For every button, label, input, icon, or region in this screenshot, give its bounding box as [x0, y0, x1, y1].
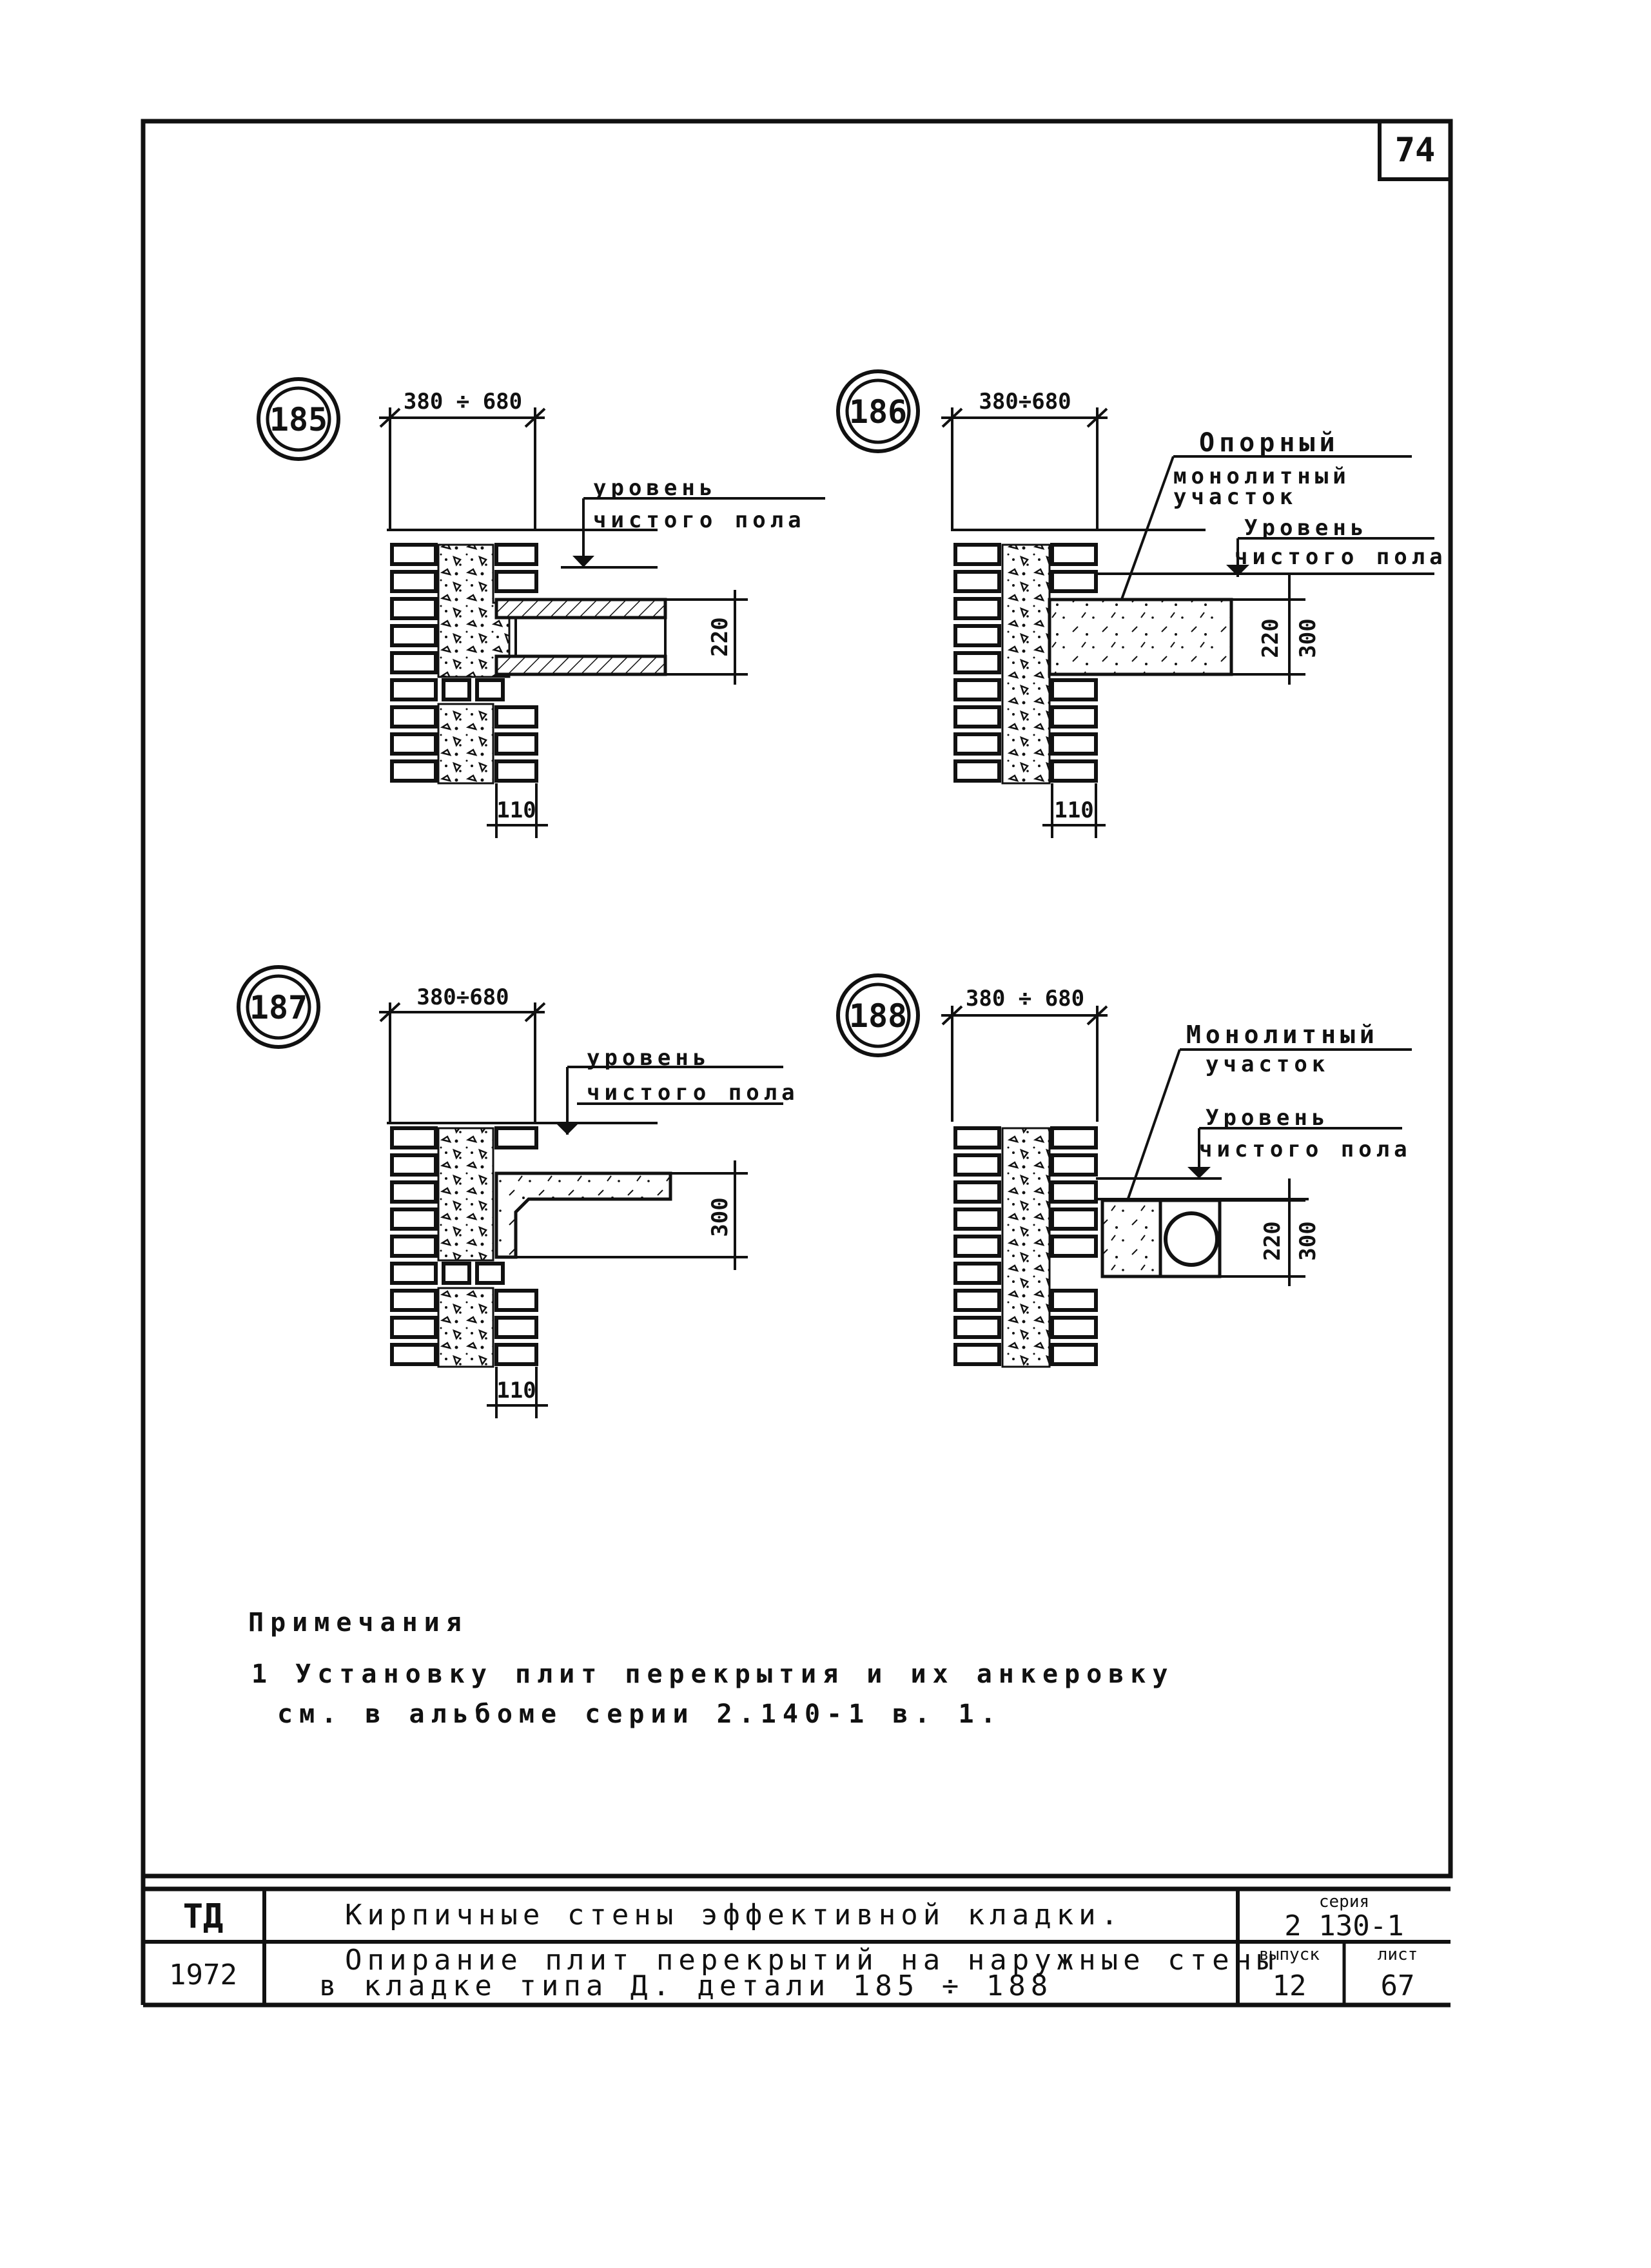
ribbed-slab [494, 1171, 672, 1259]
level-marker-icon [1187, 1167, 1211, 1178]
monolithic-support-section [1048, 598, 1233, 676]
svg-text:188: 188 [849, 997, 907, 1035]
title-block: ТД 1972 Кирпичные стены эффективной клад… [141, 1876, 1451, 2008]
detail-188: 188 380 ÷ 680 Монолитный участок Уровень… [836, 973, 1412, 1368]
sheet-number-box: 74 [1378, 119, 1452, 181]
height-dimension: 220 [1260, 1221, 1285, 1260]
brick-masonry [953, 1126, 1098, 1366]
label-line: участок [1206, 1051, 1329, 1077]
concrete-fill [437, 703, 494, 785]
issue-value: 12 [1273, 1970, 1307, 2002]
detail-number-circle: 188 [836, 973, 920, 1057]
brick-masonry [953, 543, 1098, 783]
monolithic-section [1100, 1198, 1162, 1278]
series-label: серия [1319, 1892, 1369, 1911]
sheet-number: 74 [1395, 131, 1436, 170]
height-dimension: 220 [1258, 618, 1284, 658]
width-dimension: 380 ÷ 680 [966, 986, 1084, 1012]
width-dimension: 380 ÷ 680 [404, 389, 522, 415]
detail-number-circle: 186 [836, 369, 920, 453]
title-line: в кладке типа Д. детали 185 ÷ 188 [319, 1970, 1053, 2002]
label-line: Опорный [1199, 428, 1340, 458]
title-line: Опирание плит перекрытий на наружные сте… [345, 1944, 1279, 1977]
width-dimension: 380÷680 [979, 389, 1071, 415]
bottom-dimension: 110 [1054, 797, 1093, 823]
height-dimension: 220 [707, 617, 733, 656]
height-dimension: 300 [1295, 618, 1321, 658]
height-dimension: 300 [707, 1197, 733, 1237]
concrete-fill [1001, 543, 1051, 785]
svg-text:187: 187 [249, 989, 308, 1026]
concrete-fill [1001, 1127, 1051, 1368]
notes-line: 1 Установку плит перекрытия и их анкеров… [251, 1659, 1174, 1689]
svg-text:186: 186 [849, 393, 907, 431]
detail-number-circle: 187 [237, 965, 320, 1049]
hollow-core-slab [1158, 1198, 1222, 1278]
label-line: чистого пола [1235, 544, 1447, 570]
label-line: монолитный [1173, 464, 1351, 489]
svg-text:185: 185 [269, 401, 327, 438]
level-marker-icon [572, 556, 594, 567]
label-line: уровень [587, 1045, 710, 1071]
label-line: чистого пола [587, 1080, 799, 1106]
level-marker-icon [1226, 565, 1249, 576]
bottom-dimension: 110 [496, 797, 536, 823]
detail-187: 187 380÷680 уровень чистого пола [237, 965, 799, 1418]
brick-masonry [390, 1126, 538, 1366]
width-dimension: 380÷680 [416, 984, 509, 1010]
label-line: Монолитный [1186, 1021, 1379, 1049]
drawing-code: ТД [183, 1897, 224, 1936]
bottom-dimension: 110 [496, 1378, 536, 1403]
detail-number-circle: 185 [257, 377, 340, 461]
detail-186: 186 380÷680 Опорный монолитный участок У… [836, 369, 1447, 838]
issue-label: выпуск [1259, 1945, 1320, 1964]
level-marker-icon [556, 1123, 579, 1135]
sheet-value: 67 [1381, 1970, 1415, 2002]
detail-185: 185 380 ÷ 680 уровень чистого пола [257, 377, 825, 838]
label-line: чистого пола [593, 507, 806, 533]
title-line: Кирпичные стены эффективной кладки. [345, 1899, 1123, 1931]
drawing-year: 1972 [169, 1959, 237, 1991]
concrete-fill [437, 1127, 494, 1262]
label-line: участок [1173, 484, 1297, 510]
label-line: Уровень [1244, 515, 1368, 541]
sheet-border [141, 119, 1453, 1879]
notes-title: Примечания [248, 1608, 468, 1637]
notes: Примечания 1 Установку плит перекрытия и… [248, 1608, 1174, 1729]
series-value: 2 130-1 [1284, 1910, 1403, 1942]
notes-line: см. в альбоме серии 2.140-1 в. 1. [277, 1699, 1002, 1729]
sheet-label: лист [1378, 1945, 1418, 1964]
label-line: чистого пола [1199, 1137, 1412, 1162]
label-line: уровень [593, 475, 717, 501]
label-line: Уровень [1206, 1105, 1329, 1131]
brick-masonry [390, 543, 538, 783]
height-dimension: 300 [1295, 1221, 1321, 1260]
concrete-fill [437, 1287, 494, 1368]
hollow-core-slab [494, 598, 667, 676]
